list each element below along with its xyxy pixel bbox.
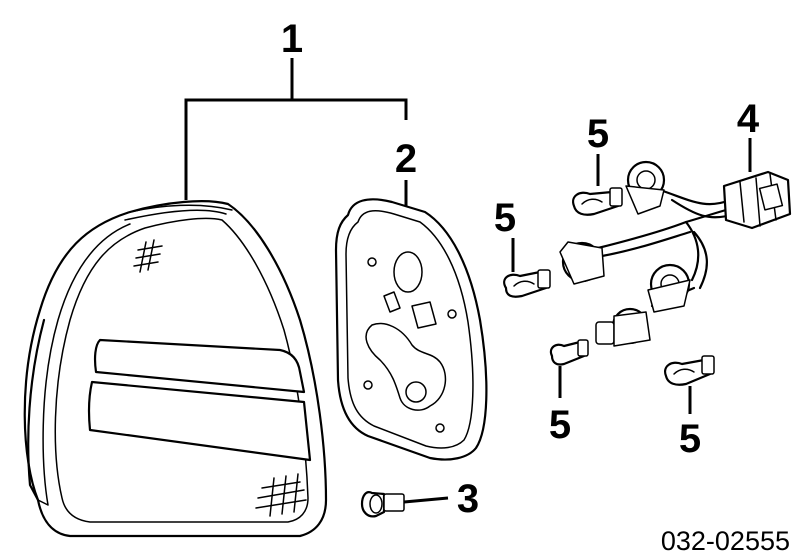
socket-wire-harness <box>559 160 792 347</box>
bulb-bottom-right <box>664 355 715 386</box>
callout-5-top: 5 <box>587 112 609 156</box>
tail-light-lens <box>23 200 328 538</box>
bracket-leader-1 <box>184 58 408 200</box>
callout-1: 1 <box>281 17 303 61</box>
bulb-top <box>572 187 623 216</box>
callout-4: 4 <box>737 97 760 141</box>
bulb-left <box>503 269 551 298</box>
callout-5-bottom-right: 5 <box>679 417 701 461</box>
callout-5-bottom-left: 5 <box>549 403 571 447</box>
callout-3: 3 <box>457 477 479 521</box>
leader-3 <box>403 496 449 504</box>
nut <box>360 491 405 518</box>
bulb-bottom-left <box>549 339 589 366</box>
callout-5-left: 5 <box>494 196 516 240</box>
callout-2: 2 <box>395 137 417 181</box>
diagram-part-number: 032-02555 <box>661 526 790 556</box>
gasket-plate <box>334 198 488 461</box>
